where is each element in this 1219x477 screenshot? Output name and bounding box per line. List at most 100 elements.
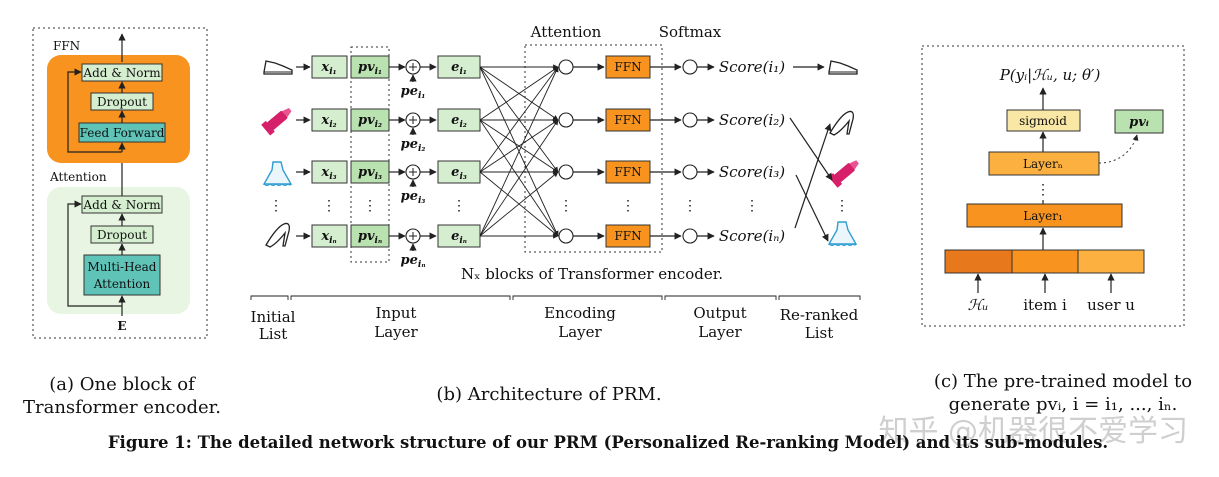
prob-label: P(yᵢ|ℋᵤ, u; θ′) xyxy=(999,66,1101,84)
x-box xyxy=(311,160,348,184)
sigmoid: sigmoid xyxy=(1019,114,1067,128)
e-ellipsis: ⋮ xyxy=(452,198,466,214)
x-box xyxy=(311,55,348,79)
rerank-arrow xyxy=(794,123,832,229)
stage-initial: Initial xyxy=(251,308,296,326)
pv-label: pvi₁ xyxy=(358,60,382,77)
x-ellipsis: ⋮ xyxy=(322,198,336,214)
stage-input: Input xyxy=(376,304,417,322)
attention-node-icon xyxy=(558,228,574,244)
ffn-label: FFN xyxy=(614,60,641,74)
lipstick-icon xyxy=(828,160,859,188)
stage-input-layer: Layer xyxy=(374,323,418,341)
ffn-label: FFN xyxy=(614,113,641,127)
attention-connections xyxy=(479,64,559,239)
attention-header: Attention xyxy=(530,23,602,41)
pv-label: pviₙ xyxy=(358,229,382,246)
pv-ellipsis: ⋮ xyxy=(363,198,377,214)
pe-label: pei₂ xyxy=(401,137,426,154)
pv-extract-arrow xyxy=(1098,134,1139,164)
high-heel-icon xyxy=(265,222,290,248)
feed-forward: Feed Forward xyxy=(80,126,165,140)
attn-ellipsis: ⋮ xyxy=(559,198,573,214)
attention-node-icon xyxy=(558,112,574,128)
attention-edge xyxy=(479,66,559,121)
lipstick-icon xyxy=(261,108,292,136)
panel-a: FFN Attention Add & Norm Dropout Feed Fo… xyxy=(23,27,221,418)
sneaker-icon xyxy=(263,60,293,75)
row-ellipsis-icon: ⋮ xyxy=(269,198,283,214)
stage-list: List xyxy=(259,325,287,343)
dropout-bottom: Dropout xyxy=(97,228,147,242)
input-e-label: E xyxy=(117,319,126,333)
ffn-label: FFN xyxy=(614,165,641,179)
softmax-node-icon xyxy=(682,228,698,244)
rerank-arrow xyxy=(789,117,833,181)
pv-output-box xyxy=(1114,109,1164,134)
softmax-node-icon xyxy=(682,59,698,75)
e-label: ei₃ xyxy=(451,165,467,182)
caption-a-line2: Transformer encoder. xyxy=(23,397,221,418)
encoding-block-frame xyxy=(524,44,663,253)
dress-icon xyxy=(827,221,858,247)
attention-label: Attention xyxy=(49,170,107,184)
mha-line1: Multi-Head xyxy=(88,260,157,274)
rerank-arrow xyxy=(795,174,829,242)
e-label: ei₁ xyxy=(451,60,467,77)
attention-node-icon xyxy=(558,59,574,75)
stage-output: Output xyxy=(693,304,746,322)
pe-label: pei₁ xyxy=(401,84,426,101)
caption-b: (b) Architecture of PRM. xyxy=(436,384,661,405)
blocks-caption: Nₓ blocks of Transformer encoder. xyxy=(461,265,723,283)
attention-edge xyxy=(479,119,559,237)
item-embed-box xyxy=(1011,249,1079,274)
mha-line2: Attention xyxy=(93,277,151,291)
stage-output-layer: Layer xyxy=(698,323,742,341)
ffn-ellipsis: ⋮ xyxy=(621,198,635,214)
x-box xyxy=(311,108,348,132)
score-label: Score(i₂) xyxy=(719,111,785,129)
caption-c-line1: (c) The pre-trained model to xyxy=(934,371,1192,392)
x-label: xi₁ xyxy=(320,60,336,77)
pv-column-frame xyxy=(350,46,390,263)
layer-n: Layerₙ xyxy=(1023,157,1063,171)
e-label: eiₙ xyxy=(451,229,467,246)
panel-a-frame xyxy=(32,27,208,339)
layer-ellipsis: ⋮ xyxy=(1036,182,1050,198)
stage-encoding-layer: Layer xyxy=(558,323,602,341)
panel-c-frame xyxy=(921,45,1185,327)
history-embed-box xyxy=(944,249,1013,274)
pv-output: pvᵢ xyxy=(1129,115,1149,130)
x-label: xiₙ xyxy=(320,229,336,246)
score-label: Score(i₁) xyxy=(719,58,785,76)
ffn-label: FFN xyxy=(614,229,641,243)
dress-icon xyxy=(262,161,293,187)
sigmoid-box xyxy=(1006,109,1081,132)
sneaker-icon xyxy=(828,60,858,75)
stage-reranked: Re-ranked xyxy=(780,306,859,324)
caption-c-line2: generate pvᵢ, i = i₁, ..., iₙ. xyxy=(949,394,1178,415)
softmax-header: Softmax xyxy=(659,23,722,41)
dropout-top: Dropout xyxy=(97,95,147,109)
input-history: ℋᵤ xyxy=(968,296,989,314)
softmax-ellipsis: ⋮ xyxy=(683,198,697,214)
x-label: xi₃ xyxy=(320,165,336,182)
attention-edge xyxy=(479,171,559,237)
pe-label: peiₙ xyxy=(401,253,426,270)
score-label: Score(i₃) xyxy=(719,163,785,181)
input-item: item i xyxy=(1023,296,1067,314)
reranked-ellipsis: ⋮ xyxy=(835,198,849,214)
add-norm-bottom: Add & Norm xyxy=(82,198,161,212)
x-box xyxy=(311,224,348,248)
layer-1: Layer₁ xyxy=(1023,209,1063,223)
pv-label: pvi₂ xyxy=(358,113,382,130)
x-label: xi₂ xyxy=(320,113,336,130)
stage-encoding: Encoding xyxy=(544,304,616,322)
attention-edge xyxy=(479,66,559,173)
user-embed-box xyxy=(1077,249,1145,274)
multi-head-attention-box xyxy=(83,254,161,296)
attention-edge xyxy=(479,66,559,237)
score-ellipsis: ⋮ xyxy=(745,198,759,214)
